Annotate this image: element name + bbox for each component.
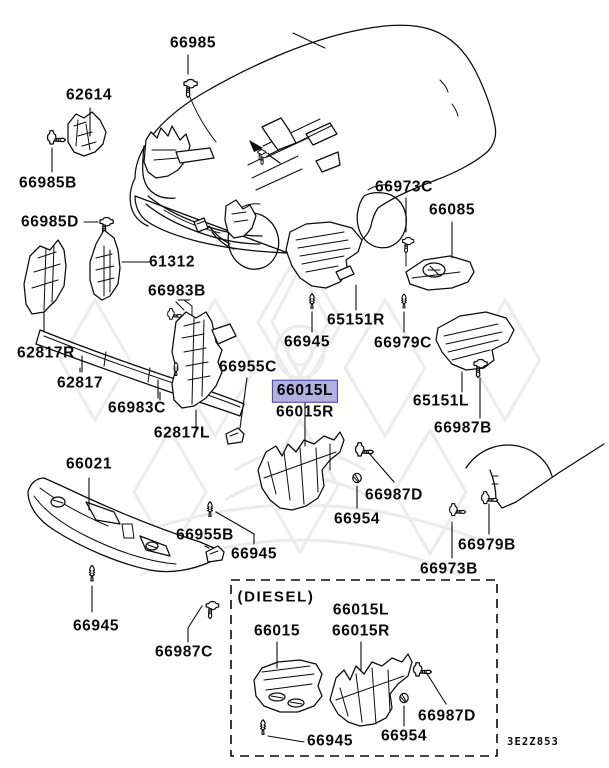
callout-62817[interactable]: 62817 bbox=[56, 374, 104, 392]
wheel-lip-assembly bbox=[448, 443, 605, 559]
part-62817L bbox=[171, 311, 237, 431]
part-66945-upper bbox=[308, 293, 316, 333]
part-66985B bbox=[46, 130, 67, 173]
part-65151R bbox=[285, 221, 363, 311]
part-65151L bbox=[435, 311, 515, 393]
callout-66015R[interactable]: 66015R bbox=[276, 403, 334, 421]
part-66954 bbox=[352, 472, 362, 509]
callout-66987B[interactable]: 66987B bbox=[434, 419, 492, 437]
diesel-inset-label: (DIESEL) bbox=[237, 588, 315, 606]
callout-66015L[interactable]: 66015L bbox=[332, 601, 390, 619]
part-66987C bbox=[187, 600, 220, 643]
diesel-inset-box bbox=[230, 579, 498, 757]
callout-66015L-highlighted[interactable]: 66015L bbox=[271, 379, 339, 403]
part-66021 bbox=[27, 477, 215, 573]
inset-part-66987D bbox=[412, 662, 447, 705]
part-61312 bbox=[89, 229, 151, 301]
callout-66945[interactable]: 66945 bbox=[283, 333, 331, 351]
inset-part-66015 bbox=[253, 641, 323, 713]
callout-66955B[interactable]: 66955B bbox=[176, 526, 234, 544]
part-66945-mid bbox=[206, 501, 255, 545]
vehicle-outline bbox=[129, 24, 497, 270]
callout-66945[interactable]: 66945 bbox=[306, 732, 354, 750]
callout-66987D[interactable]: 66987D bbox=[365, 486, 423, 504]
callout-66985[interactable]: 66985 bbox=[169, 34, 217, 52]
part-66987B bbox=[473, 358, 488, 419]
callout-66979C[interactable]: 66979C bbox=[374, 334, 432, 352]
callout-66985B[interactable]: 66985B bbox=[19, 174, 77, 192]
callout-66955C[interactable]: 66955C bbox=[219, 358, 277, 376]
callout-66987D[interactable]: 66987D bbox=[418, 707, 476, 725]
callout-66945[interactable]: 66945 bbox=[230, 545, 278, 563]
callout-66983C[interactable]: 66983C bbox=[108, 399, 166, 417]
part-66985 bbox=[183, 54, 217, 143]
inset-part-66015LR bbox=[329, 641, 413, 727]
part-66987D bbox=[354, 442, 395, 483]
inset-part-66945 bbox=[259, 719, 305, 743]
callout-66985D[interactable]: 66985D bbox=[21, 213, 79, 231]
callout-61312[interactable]: 61312 bbox=[148, 253, 196, 271]
part-66985D bbox=[83, 216, 114, 237]
callout-62817R[interactable]: 62817R bbox=[17, 344, 75, 362]
callout-62614[interactable]: 62614 bbox=[65, 86, 113, 104]
callout-65151L[interactable]: 65151L bbox=[412, 392, 470, 410]
callout-66021[interactable]: 66021 bbox=[65, 455, 113, 473]
part-66955B bbox=[204, 545, 225, 563]
callout-66954[interactable]: 66954 bbox=[333, 510, 381, 528]
callout-66085[interactable]: 66085 bbox=[428, 201, 476, 219]
callout-66973B[interactable]: 66973B bbox=[420, 560, 478, 578]
callout-66015R[interactable]: 66015R bbox=[332, 622, 390, 640]
part-62614 bbox=[67, 107, 107, 157]
callout-66945[interactable]: 66945 bbox=[72, 617, 120, 635]
callout-66987C[interactable]: 66987C bbox=[155, 643, 213, 661]
callout-65151R[interactable]: 65151R bbox=[327, 311, 385, 329]
callout-66015[interactable]: 66015 bbox=[253, 622, 301, 640]
callout-66954[interactable]: 66954 bbox=[380, 727, 428, 745]
part-66973C bbox=[402, 197, 415, 267]
callout-66983B[interactable]: 66983B bbox=[148, 282, 206, 300]
inset-part-66954 bbox=[399, 692, 409, 727]
part-62817R bbox=[23, 239, 67, 341]
part-66979C bbox=[401, 293, 407, 333]
callout-62817L[interactable]: 62817L bbox=[153, 424, 211, 442]
part-66983C bbox=[157, 361, 179, 401]
diagram-reference-code: 3E2Z853 bbox=[507, 735, 559, 748]
part-66015L-66015R bbox=[257, 402, 345, 511]
part-66945-lowerleft bbox=[88, 564, 96, 613]
callout-66973C[interactable]: 66973C bbox=[375, 178, 433, 196]
part-66955C bbox=[225, 377, 248, 445]
callout-66979B[interactable]: 66979B bbox=[458, 536, 516, 554]
part-66085 bbox=[405, 221, 475, 291]
